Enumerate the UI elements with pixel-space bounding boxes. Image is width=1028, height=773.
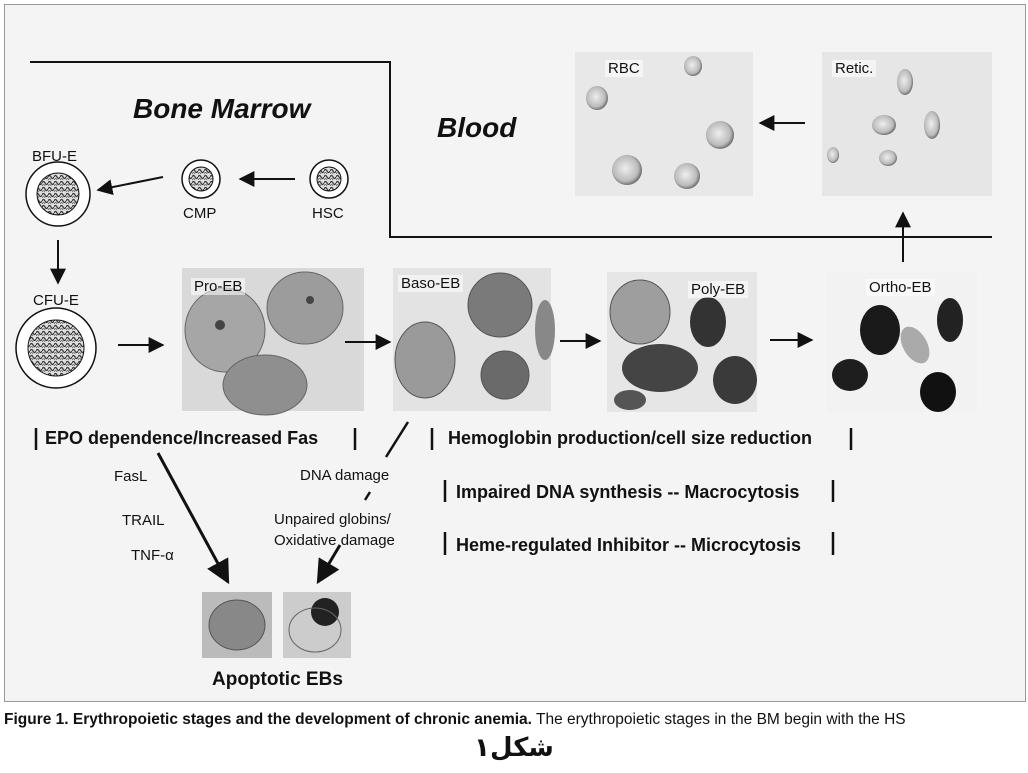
arrow-to-apoptotic-right [316, 544, 342, 585]
boundary-line [30, 61, 992, 238]
retic-label: Retic. [832, 60, 877, 77]
bfu-e-label: BFU-E [32, 148, 77, 165]
blood-title: Blood [437, 112, 517, 143]
arrow-baso-to-dna-damage [384, 421, 410, 458]
fasl-label: FasL [114, 468, 148, 485]
cfu-e-cell-icon [15, 307, 97, 389]
rbc-label: RBC [605, 60, 643, 77]
dna-damage-label: DNA damage [300, 467, 390, 484]
bone-marrow-title: Bone Marrow [133, 93, 311, 124]
bfu-e-cell-icon [25, 161, 91, 227]
baso-eb-label: Baso-EB [398, 275, 464, 292]
figure-caption: Figure 1. Erythropoietic stages and the … [4, 711, 1024, 729]
apoptotic-eb-photo-1 [202, 592, 272, 658]
cmp-cell-icon [181, 159, 221, 199]
tnf-alpha-label: TNF-α [131, 547, 174, 564]
ortho-eb-label: Ortho-EB [866, 279, 935, 296]
unpaired-globins-label: Unpaired globins/ [274, 511, 391, 528]
poly-eb-label: Poly-EB [688, 281, 749, 298]
caption-bold: Figure 1. Erythropoietic stages and the … [4, 711, 532, 728]
arrow-dna-to-unpaired [363, 491, 372, 501]
apoptotic-ebs-label: Apoptotic EBs [212, 669, 343, 690]
caption-rest: The erythropoietic stages in the BM begi… [531, 711, 906, 728]
arrow-to-apoptotic-left [156, 452, 230, 585]
apoptotic-eb-photo-2 [283, 592, 351, 658]
arrow-cmp-to-bfu [96, 176, 164, 196]
oxidative-damage-label: Oxidative damage [274, 532, 395, 549]
hsc-label: HSC [312, 205, 344, 222]
hsc-cell-icon [309, 159, 349, 199]
bar-separators [34, 428, 853, 555]
heme-regulated-inhibitor-bar: Heme-regulated Inhibitor -- Microcytosis [456, 535, 802, 555]
pro-eb-label: Pro-EB [191, 278, 246, 295]
impaired-dna-synthesis-bar: Impaired DNA synthesis -- Macrocytosis [456, 482, 800, 502]
cfu-e-label: CFU-E [33, 292, 79, 309]
trail-label: TRAIL [122, 512, 165, 529]
cmp-label: CMP [183, 205, 217, 222]
epo-dependence-bar: EPO dependence/Increased Fas [45, 428, 319, 448]
arabic-figure-label: شکل۱ [474, 733, 554, 763]
hemoglobin-production-bar: Hemoglobin production/cell size reductio… [448, 428, 813, 448]
rbc-photo [575, 52, 753, 196]
